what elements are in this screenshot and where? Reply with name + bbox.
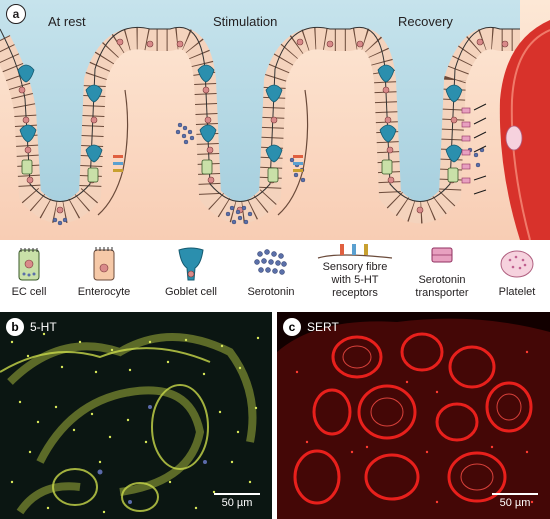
uptake-arrows: [473, 103, 487, 195]
legend-item-platelet: Platelet: [486, 240, 548, 310]
serotonin-icon: [254, 249, 287, 275]
ec-cells: [21, 159, 459, 183]
panel-c-speckles: [295, 350, 534, 504]
legend-label-platelet: Platelet: [498, 286, 536, 298]
stage-label-recovery: Recovery: [398, 14, 453, 29]
stage-label-stimulation: Stimulation: [213, 14, 278, 29]
panel-b-scalebar-label: 50 µm: [221, 497, 253, 509]
legend-item-serotonin: Serotonin: [236, 240, 306, 310]
ec-cell-icon: [18, 248, 40, 281]
panel-b-scalebar: 50 µm: [214, 493, 260, 509]
goblet-cells: [17, 64, 463, 163]
panel-c-scalebar-line: [492, 493, 538, 495]
legend-label-serotonin-transporter-line1: Serotonin: [418, 274, 466, 286]
cell-borders: [0, 27, 520, 224]
blood-vessel: [499, 20, 550, 240]
panel-b-letter: b: [6, 318, 24, 336]
legend-item-enterocyte: Enterocyte: [64, 240, 144, 310]
legend-label-enterocyte: Enterocyte: [77, 286, 131, 298]
legend-item-goblet-cell: Goblet cell: [150, 240, 232, 310]
serotonin-transporter-icon: [431, 247, 453, 263]
panel-b-scalebar-line: [214, 493, 260, 495]
platelet-in-vessel: [505, 125, 523, 151]
legend-label-sensory-fibre-line1: Sensory fibre: [322, 261, 388, 273]
panel-b-title: 5-HT: [30, 320, 57, 334]
panel-c-scalebar-label: 50 µm: [499, 497, 531, 509]
legend-label-sensory-fibre-line2: with 5-HT: [331, 274, 379, 286]
goblet-cell-icon: [178, 247, 204, 281]
legend-label-serotonin: Serotonin: [247, 286, 295, 298]
legend-label-serotonin-transporter-line2: transporter: [415, 287, 469, 299]
blood-vessel-highlight: [510, 29, 550, 240]
epithelium-diagram: [0, 0, 550, 240]
panel-b-image: [0, 312, 272, 519]
platelet-icon: [500, 250, 534, 278]
panel-c-letter: c: [283, 318, 301, 336]
panel-a-diagram: a At rest Stimulation Recovery: [0, 0, 550, 240]
brush-border: [0, 26, 520, 202]
legend-label-goblet-cell: Goblet cell: [165, 286, 217, 298]
panel-c-micrograph: c SERT 50 µm: [277, 312, 550, 519]
sensory-fibres: [97, 89, 309, 216]
legend-item-serotonin-transporter: Serotonin transporter: [402, 240, 482, 310]
stage-label-at-rest: At rest: [48, 14, 86, 29]
panel-a-letter: a: [6, 4, 26, 24]
legend-item-sensory-fibre: Sensory fibre with 5-HT receptors: [310, 240, 400, 310]
legend-label-sensory-fibre-line3: receptors: [332, 287, 378, 299]
legend-label-ec-cell: EC cell: [11, 286, 47, 298]
panel-c-scalebar: 50 µm: [492, 493, 538, 509]
panel-c-title: SERT: [307, 320, 339, 334]
sensory-fibre-icon: [317, 244, 393, 259]
legend-item-ec-cell: EC cell: [0, 240, 58, 310]
legend: EC cell Enterocyte Goblet cell Serotonin: [0, 240, 550, 310]
serotonin-transporters: [461, 107, 471, 184]
panel-b-speckles: [10, 332, 260, 514]
panel-c-image: [277, 312, 550, 519]
panel-b-micrograph: b 5-HT 50 µm: [0, 312, 272, 519]
enterocyte-icon: [93, 247, 115, 281]
fibre-receptors: [113, 155, 303, 172]
